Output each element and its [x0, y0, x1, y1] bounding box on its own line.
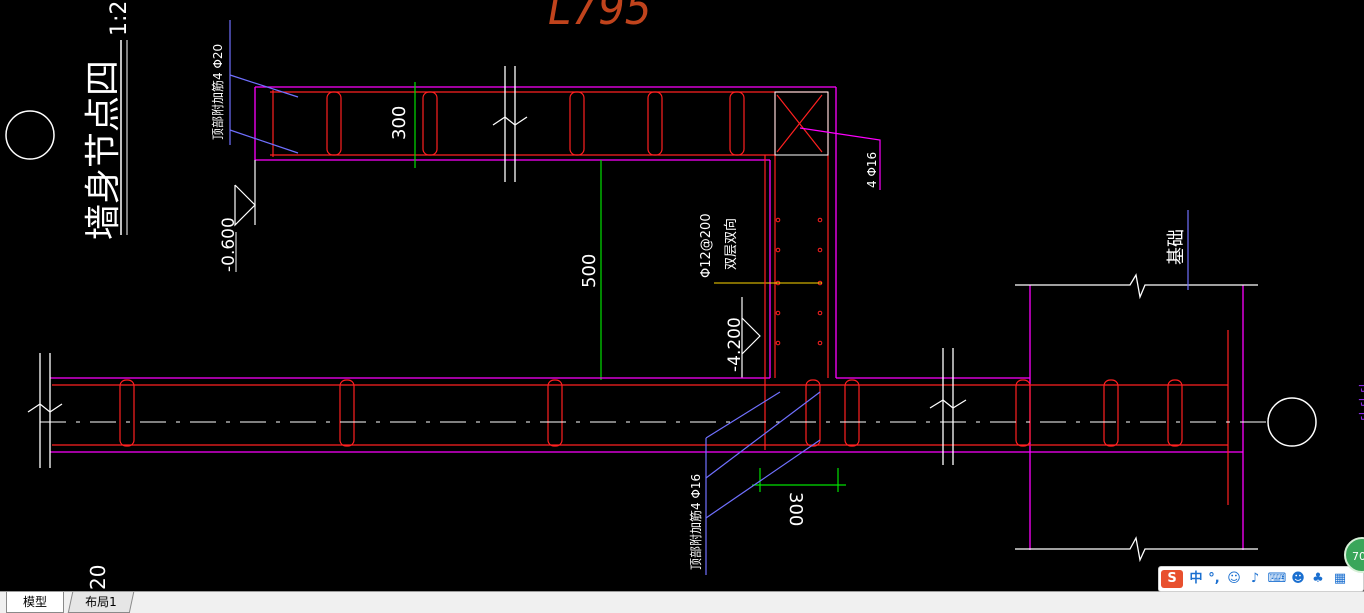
break-left [27, 353, 63, 468]
elevation-lower: -4.200 [725, 317, 745, 372]
break-top [492, 66, 528, 182]
skin-shirt-icon[interactable]: ♣ [1312, 571, 1324, 586]
keyboard-icon[interactable]: ⌨ [1267, 571, 1287, 586]
upper-beam-rebar [270, 90, 829, 378]
dim-wall-width-text: 300 [785, 492, 806, 526]
elevation-upper: -0.600 [219, 217, 239, 272]
tab-model[interactable]: 模型 [6, 592, 64, 613]
ime-logo-icon[interactable]: S [1161, 570, 1183, 588]
top-partial-label: L795 [548, 0, 652, 36]
grid-menu-icon[interactable]: ▦ [1333, 571, 1347, 586]
ime-language-toggle[interactable]: 中 [1189, 571, 1203, 586]
lower-slab [50, 285, 1244, 550]
ime-toolbar[interactable]: S 中 °, ☺ ♪ ⌨ ☻ ♣ ▦ [1158, 566, 1364, 592]
title-scale: 1:2 [107, 1, 132, 36]
note-foundation: 基础 [1166, 229, 1187, 265]
detail-circle-left [5, 110, 55, 160]
break-middle [929, 348, 967, 465]
note-top-rebar: 顶部附加筋4 Φ20 [210, 44, 225, 140]
detail-circle-right [1267, 397, 1317, 447]
elevation-lower-symbol [741, 297, 761, 378]
dim-beam-height-text: 300 [389, 106, 410, 140]
bottom-edge-label: 20 [86, 565, 110, 590]
tab-layout1-label: 布局1 [85, 595, 117, 609]
title-block: 墙身节点四 1:2 [5, 1, 132, 240]
ime-punctuation-toggle[interactable]: °, [1208, 571, 1220, 586]
elevation-upper-symbol [234, 160, 256, 227]
note-corner-rebar: 4 Φ16 [865, 152, 879, 188]
lower-slab-rebar [52, 155, 1229, 505]
title-main: 墙身节点四 [83, 60, 124, 240]
bottom-rebar-leaders [705, 391, 821, 575]
note-wall-rebar-2: 双层双向 [723, 218, 739, 270]
cad-model-space[interactable]: L795 墙身节点四 1:2 [0, 0, 1364, 591]
note-right-partial: 节节节 [1356, 380, 1364, 422]
layout-tab-bar: 模型 布局1 [0, 591, 1364, 613]
note-bottom-rebar: 顶部附加筋4 Φ16 [688, 474, 703, 570]
top-rebar-leaders [229, 20, 299, 154]
dim-wall-width [752, 468, 846, 492]
corner-rebar-leader [799, 127, 881, 190]
speed-badge[interactable]: 70 [1344, 537, 1364, 573]
upper-beam [254, 86, 837, 378]
dim-gap-text: 500 [579, 254, 600, 288]
emoji-icon[interactable]: ☺ [1227, 571, 1241, 586]
note-wall-rebar: Φ12@200 [699, 213, 714, 278]
foundation-outline [1015, 273, 1258, 563]
microphone-icon[interactable]: ♪ [1250, 571, 1260, 586]
tab-layout1[interactable]: 布局1 [67, 592, 135, 613]
user-icon[interactable]: ☻ [1291, 571, 1305, 586]
wall-rebar-dots [775, 217, 823, 346]
